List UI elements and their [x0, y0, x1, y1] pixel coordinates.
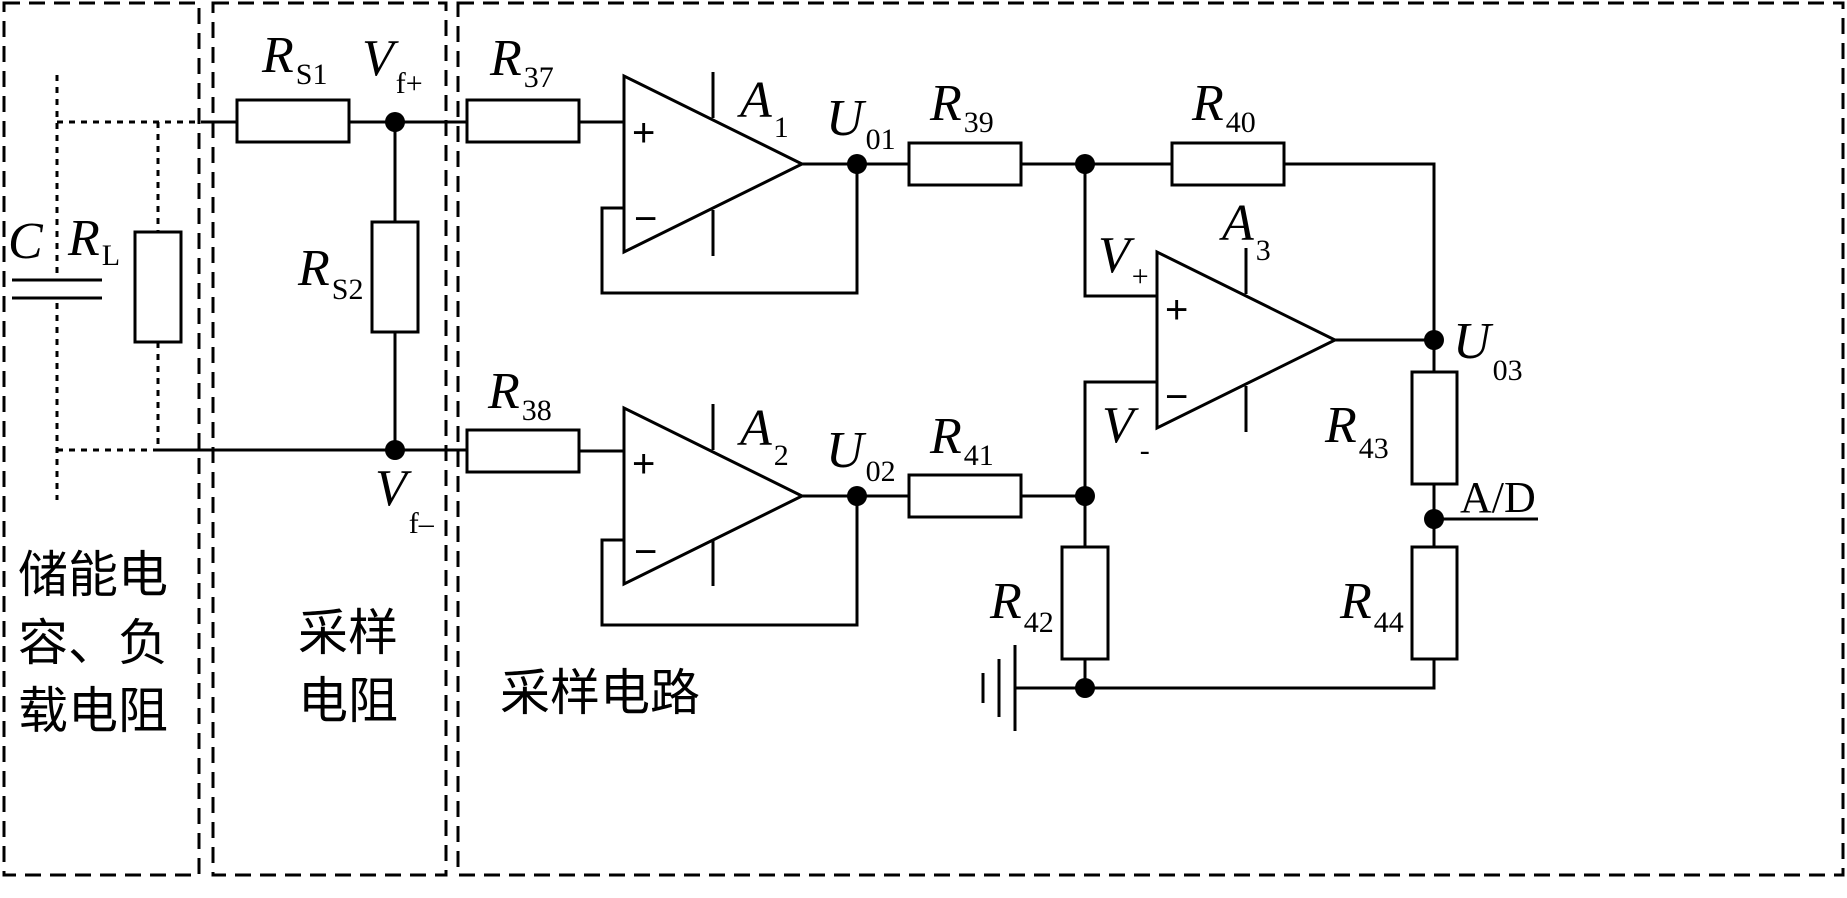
label-r42: R42: [989, 573, 1054, 639]
label-r44: R44: [1339, 573, 1404, 639]
label-r37: R37: [489, 30, 554, 94]
a3-plus-pin: +: [1165, 288, 1188, 332]
a1-plus-pin: +: [632, 111, 655, 155]
resistor-r41: [907, 473, 1023, 519]
a1-minus-pin: −: [634, 197, 657, 241]
label-r39: R39: [929, 75, 994, 139]
caption-storage-line-2: 容、负: [18, 614, 168, 672]
caption-storage-line-3: 载电阻: [18, 682, 168, 740]
label-u03: U03: [1453, 313, 1523, 387]
a2-plus-pin: +: [632, 442, 655, 486]
label-u02: U02: [826, 422, 896, 488]
ground-rail: [1015, 659, 1436, 690]
opamp-a3: [1155, 248, 1339, 432]
resistor-rs1: [235, 98, 351, 144]
wire-v-plus: [1083, 164, 1157, 298]
label-v-minus: V-: [1102, 397, 1150, 467]
caption-sense-line-2: 电阻: [298, 672, 398, 730]
caption-sampling-circuit: 采样电路: [500, 664, 700, 722]
opamp-a2: [622, 404, 806, 587]
label-a2: A2: [737, 400, 789, 472]
resistor-r38: [465, 428, 581, 474]
resistor-r42: [1060, 545, 1110, 661]
label-rs2: RS2: [297, 240, 363, 306]
capacitor-c: [12, 75, 102, 500]
a3-minus-pin: −: [1165, 375, 1188, 419]
label-a3: A3: [1219, 195, 1271, 267]
label-rl: RL: [67, 210, 120, 272]
node-vf-minus: [385, 440, 405, 460]
label-v-plus: V+: [1098, 227, 1149, 293]
label-a1: A1: [737, 72, 789, 144]
label-r43: R43: [1324, 397, 1389, 465]
label-r38: R38: [487, 363, 552, 427]
label-c: C: [8, 213, 44, 270]
a2-feedback-wire: [600, 496, 859, 627]
a1-feedback-wire: [600, 164, 859, 295]
resistor-r37: [465, 98, 581, 144]
label-ad: A/D: [1460, 473, 1536, 522]
label-vf-minus: Vf–: [375, 460, 435, 540]
sampling-circuit-section-box: [456, 1, 1845, 877]
storage-section-box: [2, 1, 201, 877]
node-u03: [1424, 330, 1444, 350]
caption-sense-line-1: 采样: [298, 604, 398, 662]
resistor-r44: [1410, 545, 1459, 661]
r40-feedback-wire: [1284, 162, 1436, 372]
opamp-a1: [622, 72, 806, 256]
label-r40: R40: [1191, 75, 1256, 139]
label-u01: U01: [826, 90, 896, 156]
resistor-r40: [1170, 141, 1286, 187]
a2-minus-pin: −: [634, 530, 657, 574]
wire-v-minus: [1083, 380, 1157, 496]
node-ground: [1075, 678, 1095, 698]
label-vf-plus: Vf+: [362, 30, 423, 100]
resistor-rl: [133, 230, 183, 344]
resistor-r43: [1410, 370, 1459, 486]
resistor-r39: [907, 141, 1023, 187]
resistor-rs2: [370, 220, 420, 334]
ground-symbol: [981, 645, 1017, 731]
node-vf-plus: [385, 112, 405, 132]
caption-storage-line-1: 储能电: [18, 546, 168, 604]
label-r41: R41: [929, 408, 994, 472]
label-rs1: RS1: [261, 27, 327, 91]
